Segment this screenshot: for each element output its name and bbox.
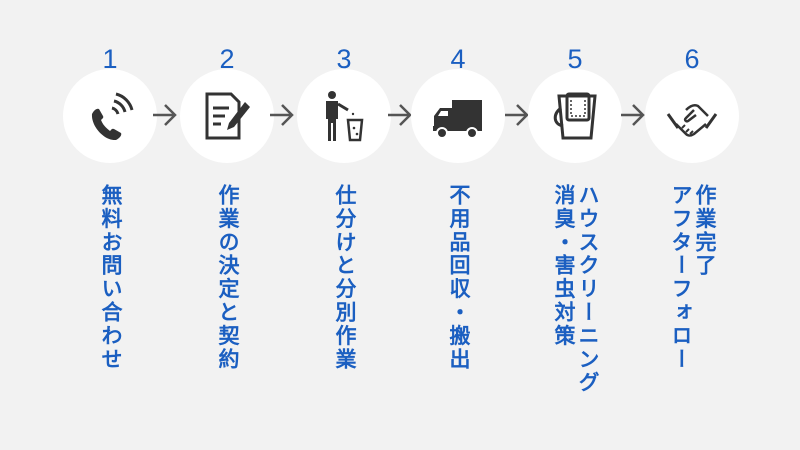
step-circle (645, 69, 739, 163)
step-3: 3 仕分けと分別作業 (289, 0, 399, 450)
arrow-right-icon (388, 104, 412, 126)
step-label: ハウスクリーニング消臭・害虫対策 (552, 184, 600, 395)
phone-icon (91, 92, 134, 141)
step-circle (63, 69, 157, 163)
step-circle (297, 69, 391, 163)
arrow-right-icon (505, 104, 529, 126)
step-circle (180, 69, 274, 163)
step-5: 5 ハウスクリーニング消臭・害虫対策 (520, 0, 630, 450)
step-number: 5 (567, 44, 583, 74)
handshake-icon (666, 103, 718, 137)
step-label: 不用品回収・搬出 (447, 184, 471, 372)
step-label-line: アフターフォロー (669, 184, 693, 372)
step-label-line: 作業完了 (693, 184, 717, 278)
step-label: 仕分けと分別作業 (333, 184, 357, 372)
arrow-right-icon (270, 104, 294, 126)
step-number: 6 (684, 44, 700, 74)
step-1: 1 無料お問い合わせ (55, 0, 165, 450)
step-label-line: 消臭・害虫対策 (552, 184, 576, 348)
step-4: 4 不用品回収・搬出 (403, 0, 513, 450)
step-2: 2 作業の決定と契約 (172, 0, 282, 450)
truck-icon (433, 100, 482, 139)
trash-sorting-icon (326, 91, 364, 142)
arrow-right-icon (621, 104, 645, 126)
step-circle (411, 69, 505, 163)
contract-icon (205, 92, 250, 140)
step-number: 4 (450, 44, 466, 74)
step-6: 6 作業完了アフターフォロー (637, 0, 747, 450)
arrow-right-icon (153, 104, 177, 126)
step-circle (528, 69, 622, 163)
step-number: 3 (336, 44, 352, 74)
step-label-line: ハウスクリーニング (576, 184, 600, 395)
step-label: 無料お問い合わせ (99, 184, 123, 372)
step-label: 作業完了アフターフォロー (669, 184, 717, 371)
step-number: 2 (219, 44, 235, 74)
bucket-icon (553, 92, 597, 140)
step-number: 1 (102, 44, 118, 74)
step-label: 作業の決定と契約 (216, 184, 240, 372)
